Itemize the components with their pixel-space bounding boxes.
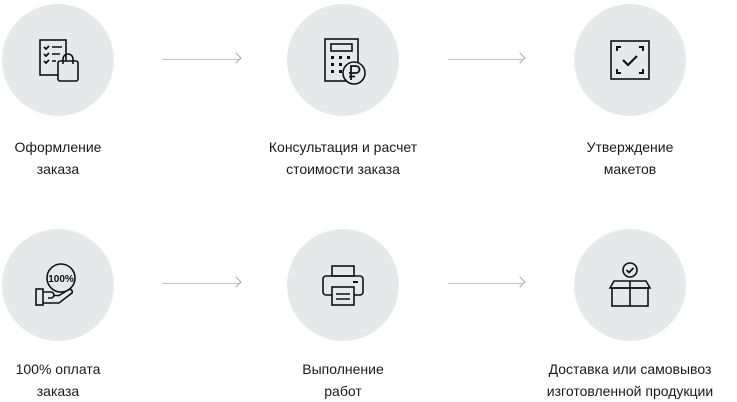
- step-5-icon-circle: [287, 229, 399, 341]
- step-4-icon-circle: 100%: [2, 229, 114, 341]
- arrow-2-to-3: [448, 52, 528, 66]
- step-3-icon-circle: [574, 4, 686, 116]
- checklist-bag-icon: [39, 39, 79, 82]
- step-2-icon-circle: [287, 4, 399, 116]
- step-1-icon-circle: [2, 4, 114, 116]
- svg-text:100%: 100%: [48, 274, 74, 285]
- step-6-label: Доставка или самовывоз изготовленной про…: [546, 361, 714, 399]
- step-1-label: Оформление заказа: [14, 139, 102, 177]
- step-5-label: Выполнение работ: [302, 361, 384, 399]
- arrow-4-to-5: [162, 276, 242, 290]
- step-6-icon-circle: [574, 229, 686, 341]
- printer-icon: [322, 265, 364, 306]
- box-check-icon: [608, 262, 652, 307]
- arrow-1-to-2: [162, 52, 242, 66]
- calculator-ruble-icon: [324, 38, 366, 85]
- approve-frame-icon: [610, 40, 650, 80]
- step-2-label: Консультация и расчет стоимости заказа: [268, 139, 418, 177]
- hand-100-percent-icon: 100%: [35, 263, 76, 306]
- step-3-label: Утверждение макетов: [586, 139, 674, 177]
- arrow-5-to-6: [448, 276, 528, 290]
- step-4-label: 100% оплата заказа: [15, 361, 101, 399]
